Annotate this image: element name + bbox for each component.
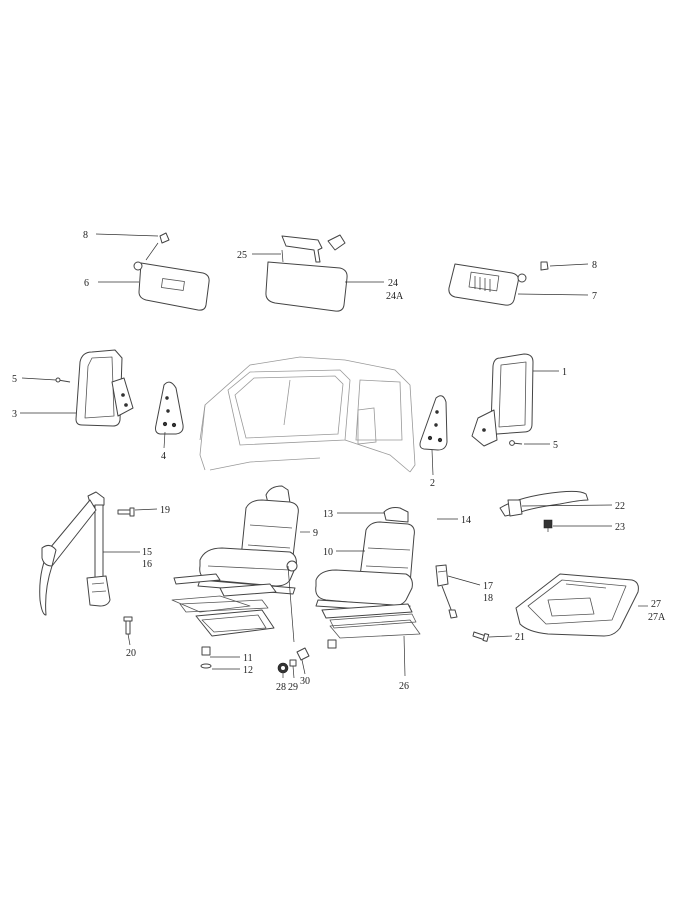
screw-29 bbox=[289, 659, 297, 667]
callout-30: 30 bbox=[300, 676, 310, 687]
seat-rails-left bbox=[171, 573, 277, 613]
seat-rails-right bbox=[321, 603, 421, 639]
callout-29: 29 bbox=[288, 682, 298, 693]
exterior-mirror-right bbox=[471, 353, 534, 447]
callout-1: 1 bbox=[562, 367, 567, 378]
seat-frame-left bbox=[195, 609, 275, 637]
callout-5-right: 5 bbox=[553, 440, 558, 451]
rear-view-mirror bbox=[265, 234, 348, 312]
callout-6: 6 bbox=[84, 278, 89, 289]
callout-10: 10 bbox=[323, 547, 333, 558]
belt-buckle bbox=[435, 564, 458, 619]
callout-5-left: 5 bbox=[12, 374, 17, 385]
belt-bolt-upper bbox=[117, 507, 135, 517]
visor-clip-left bbox=[145, 232, 170, 261]
callout-21: 21 bbox=[515, 632, 525, 643]
callout-27a: 27A bbox=[648, 612, 666, 623]
mirror-screw-right bbox=[509, 440, 523, 446]
callout-4: 4 bbox=[161, 451, 166, 462]
callout-26: 26 bbox=[399, 681, 409, 692]
callout-27: 27 bbox=[651, 599, 661, 610]
callout-8-left: 8 bbox=[83, 230, 88, 241]
floor-mat bbox=[515, 573, 639, 637]
callout-2: 2 bbox=[430, 478, 435, 489]
belt-bolt-lower bbox=[123, 616, 133, 635]
seat-belt-left bbox=[39, 491, 111, 616]
callout-15: 15 bbox=[142, 547, 152, 558]
callout-labels: 8 6 25 24 24A 8 7 5 3 4 1 2 5 19 15 16 2… bbox=[12, 230, 666, 693]
mirror-base-left bbox=[155, 381, 184, 435]
callout-19: 19 bbox=[160, 505, 170, 516]
visor-clip-right bbox=[540, 261, 549, 271]
callout-14: 14 bbox=[461, 515, 471, 526]
callout-23: 23 bbox=[615, 522, 625, 533]
callout-3: 3 bbox=[12, 409, 17, 420]
callout-17: 17 bbox=[483, 581, 493, 592]
callout-22: 22 bbox=[615, 501, 625, 512]
buckle-bolt bbox=[472, 631, 490, 642]
seat-right bbox=[315, 507, 415, 613]
callout-24a: 24A bbox=[386, 291, 404, 302]
callout-28: 28 bbox=[276, 682, 286, 693]
knob-28 bbox=[277, 662, 289, 674]
callout-18: 18 bbox=[483, 593, 493, 604]
callout-24: 24 bbox=[388, 278, 398, 289]
cap-30 bbox=[296, 647, 310, 661]
seat-nut-right bbox=[327, 639, 337, 649]
callout-9: 9 bbox=[313, 528, 318, 539]
leader-lines bbox=[20, 233, 648, 679]
mirror-base-right bbox=[419, 395, 448, 451]
callout-16: 16 bbox=[142, 559, 152, 570]
callout-11: 11 bbox=[243, 653, 253, 664]
sun-visor-right bbox=[448, 263, 527, 306]
mirror-screw-left bbox=[55, 377, 71, 383]
callout-13: 13 bbox=[323, 509, 333, 520]
callout-12: 12 bbox=[243, 665, 253, 676]
seat-nut-washer-left bbox=[200, 646, 212, 669]
callout-20: 20 bbox=[126, 648, 136, 659]
callout-8-right: 8 bbox=[592, 260, 597, 271]
callout-7: 7 bbox=[592, 291, 597, 302]
exterior-mirror-left bbox=[75, 349, 134, 427]
sun-visor-left bbox=[133, 261, 210, 311]
vehicle-cab-outline bbox=[199, 356, 416, 473]
handle-screw bbox=[543, 519, 553, 532]
grab-handle bbox=[499, 490, 589, 517]
callout-25: 25 bbox=[237, 250, 247, 261]
